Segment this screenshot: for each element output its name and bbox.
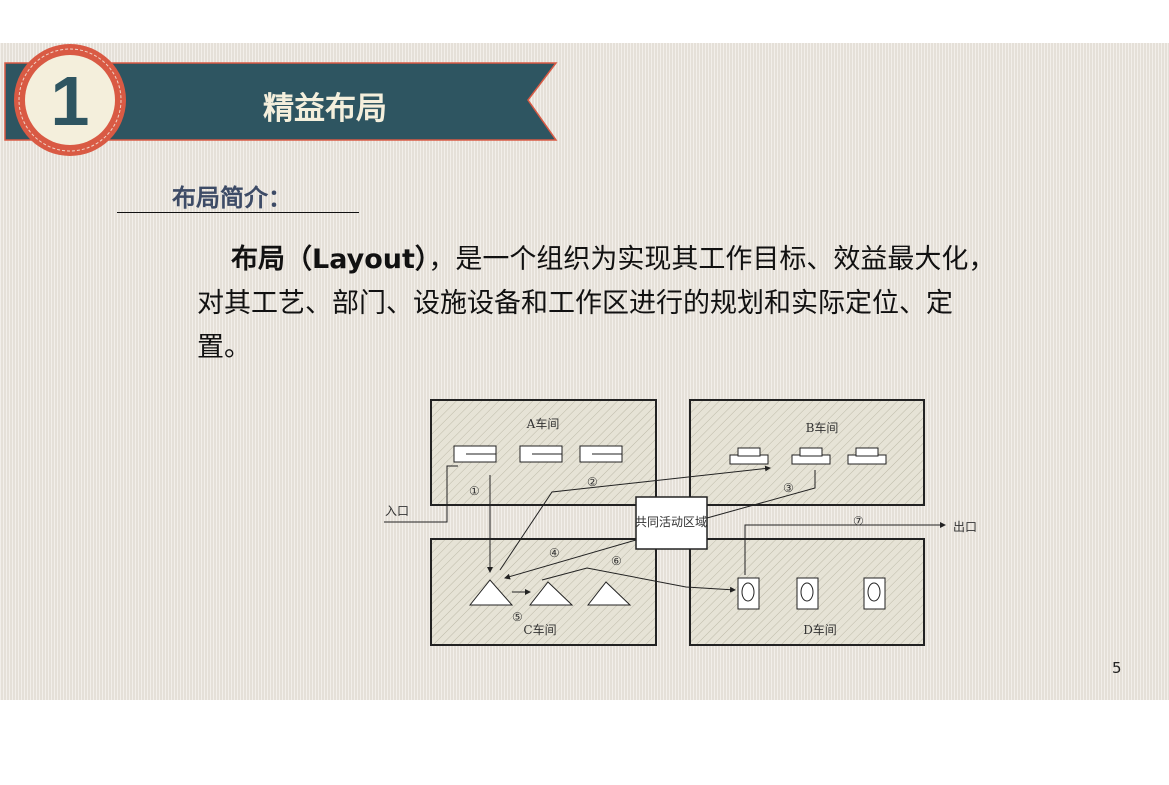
entrance-path [384,465,458,523]
section-banner: 1 [4,44,558,156]
machines-c [468,579,632,606]
flow-arrows [384,465,946,595]
svg-text:①: ① [469,484,480,498]
workshop-c [430,538,657,646]
intro-heading: 布局简介： [172,184,292,212]
svg-text:⑦: ⑦ [853,514,864,528]
page-number: 5 [1112,659,1122,677]
svg-text:⑥: ⑥ [611,554,622,568]
common-area-box [635,496,708,550]
workshop-c-label: C车间 [523,622,556,637]
machines-b [729,447,887,465]
svg-text:③: ③ [783,481,794,495]
svg-text:⑤: ⑤ [512,610,523,624]
workshop-b-label: B车间 [806,420,839,435]
entrance-label: 入口 [385,504,409,518]
intro-paragraph: 布局（Layout），是一个组织为实现其工作目标、效益最大化，对其工艺、部门、设… [197,238,997,370]
section-title: 精益布局 [263,91,387,127]
layout-definition: ，是一个组织为实现其工作目标、效益最大化，对其工艺、部门、设施设备和工作区进行的… [197,244,996,363]
machines-d [737,577,886,610]
banner-ribbon [4,62,558,141]
section-number: 1 [51,62,90,140]
step-labels: ① ② ③ ④ ⑤ ⑥ ⑦ [469,475,864,624]
common-area-label: 共同活动区域 [635,515,707,529]
workshop-a-label: A车间 [526,416,560,431]
exit-label: 出口 [953,520,977,534]
slide: 1 精益布局 布局简介： 布局（Layout），是一个组织为实现其工作目标、效益… [0,43,1169,700]
svg-text:④: ④ [549,546,560,560]
machines-a [453,445,623,463]
workshop-d-label: D车间 [803,622,837,637]
heading-underline [117,212,359,213]
svg-text:②: ② [587,475,598,489]
number-badge [25,55,115,145]
layout-term: 布局（Layout） [231,244,429,275]
